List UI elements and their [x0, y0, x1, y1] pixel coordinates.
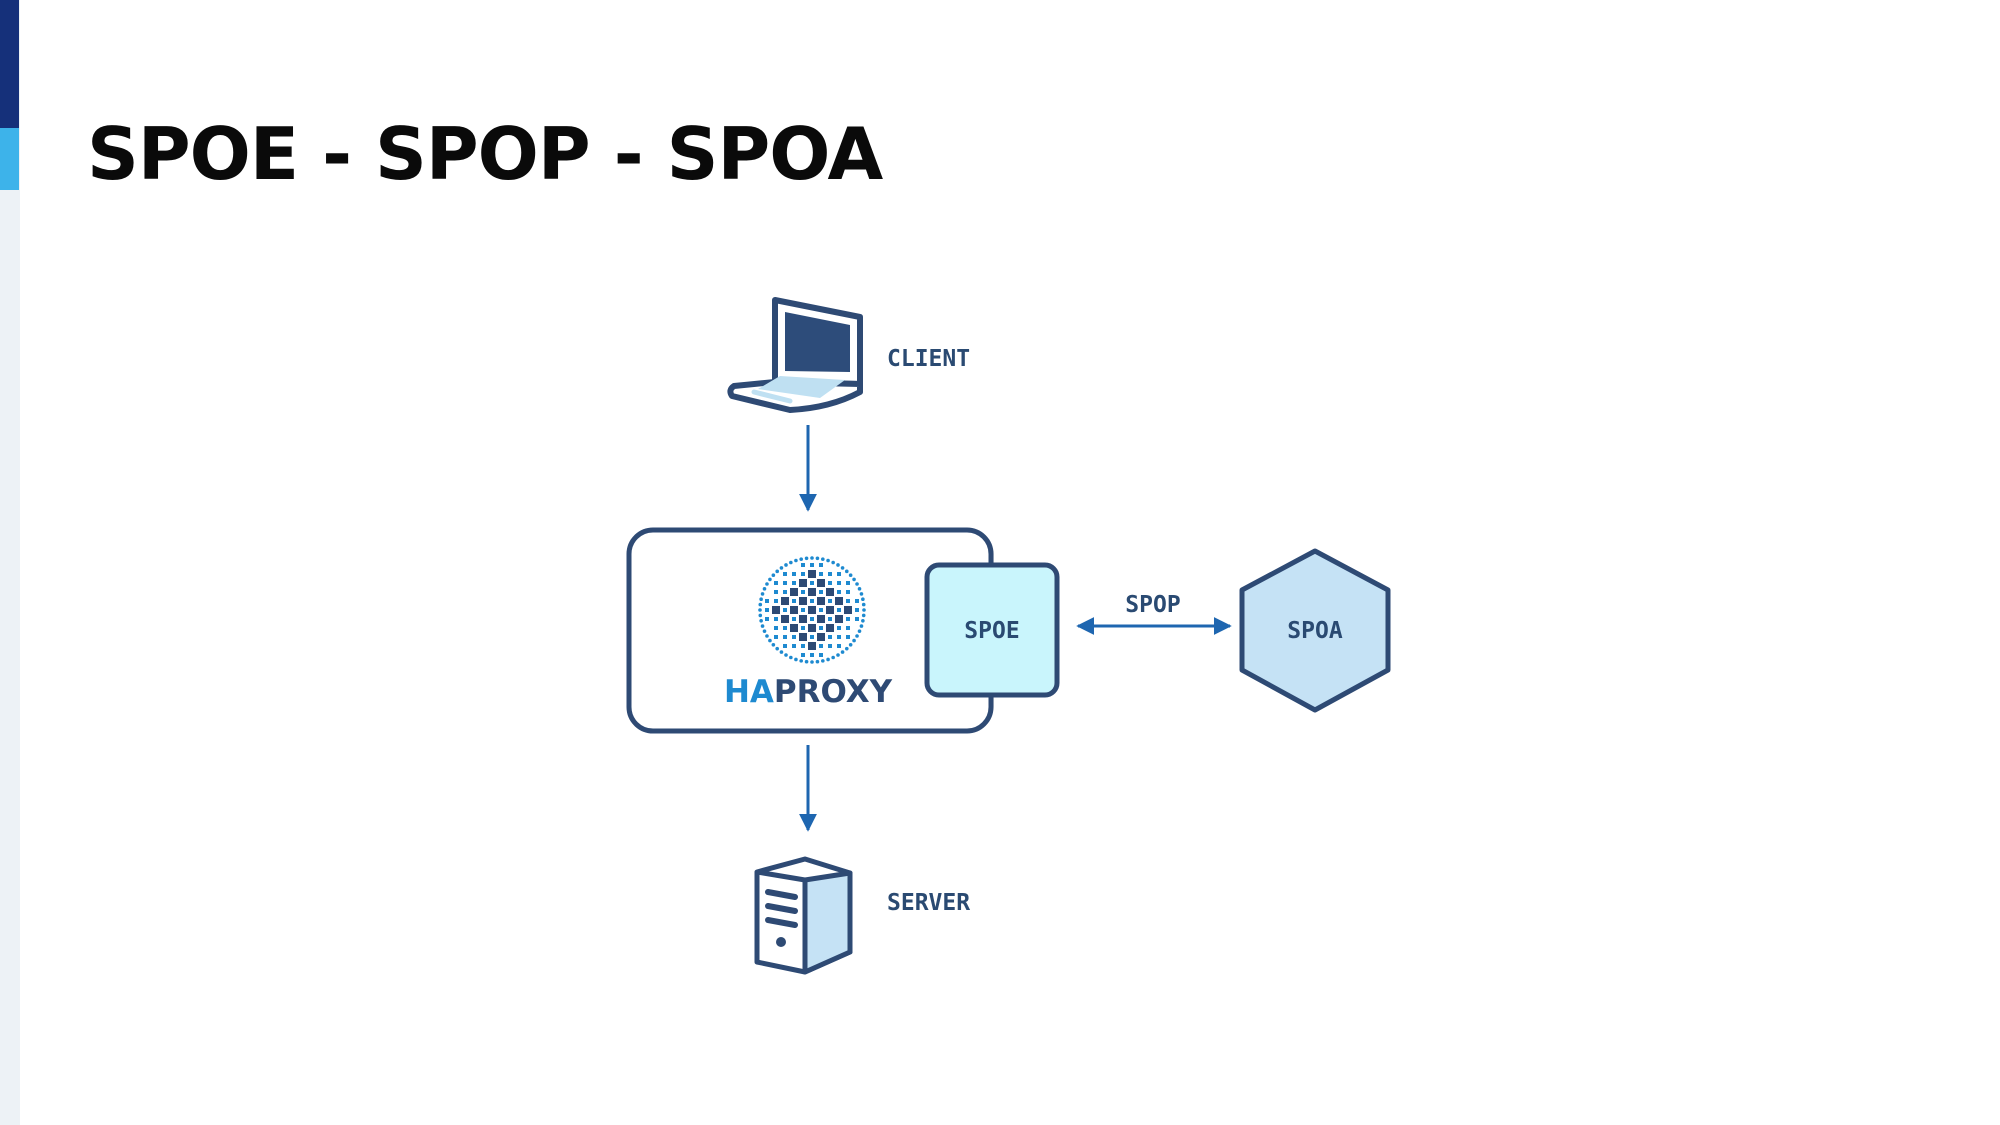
haproxy-wordmark: HAPROXY: [724, 674, 893, 710]
laptop-icon: [727, 297, 863, 413]
spoe-label: SPOE: [964, 618, 1019, 644]
spop-label: SPOP: [1125, 592, 1180, 618]
spoa-hexagon: [1239, 548, 1391, 713]
spoa-label: SPOA: [1287, 618, 1343, 644]
server-tower-icon: [754, 856, 853, 975]
slide-title: SPOE - SPOP - SPOA: [87, 112, 883, 196]
accent-bar-dark: [0, 0, 19, 128]
left-rail: [0, 0, 20, 1125]
accent-bar-light: [0, 128, 19, 190]
haproxy-logo: [758, 556, 866, 664]
spoe-box: [924, 562, 1060, 698]
client-label: CLIENT: [887, 346, 970, 372]
server-label: SERVER: [887, 890, 970, 916]
